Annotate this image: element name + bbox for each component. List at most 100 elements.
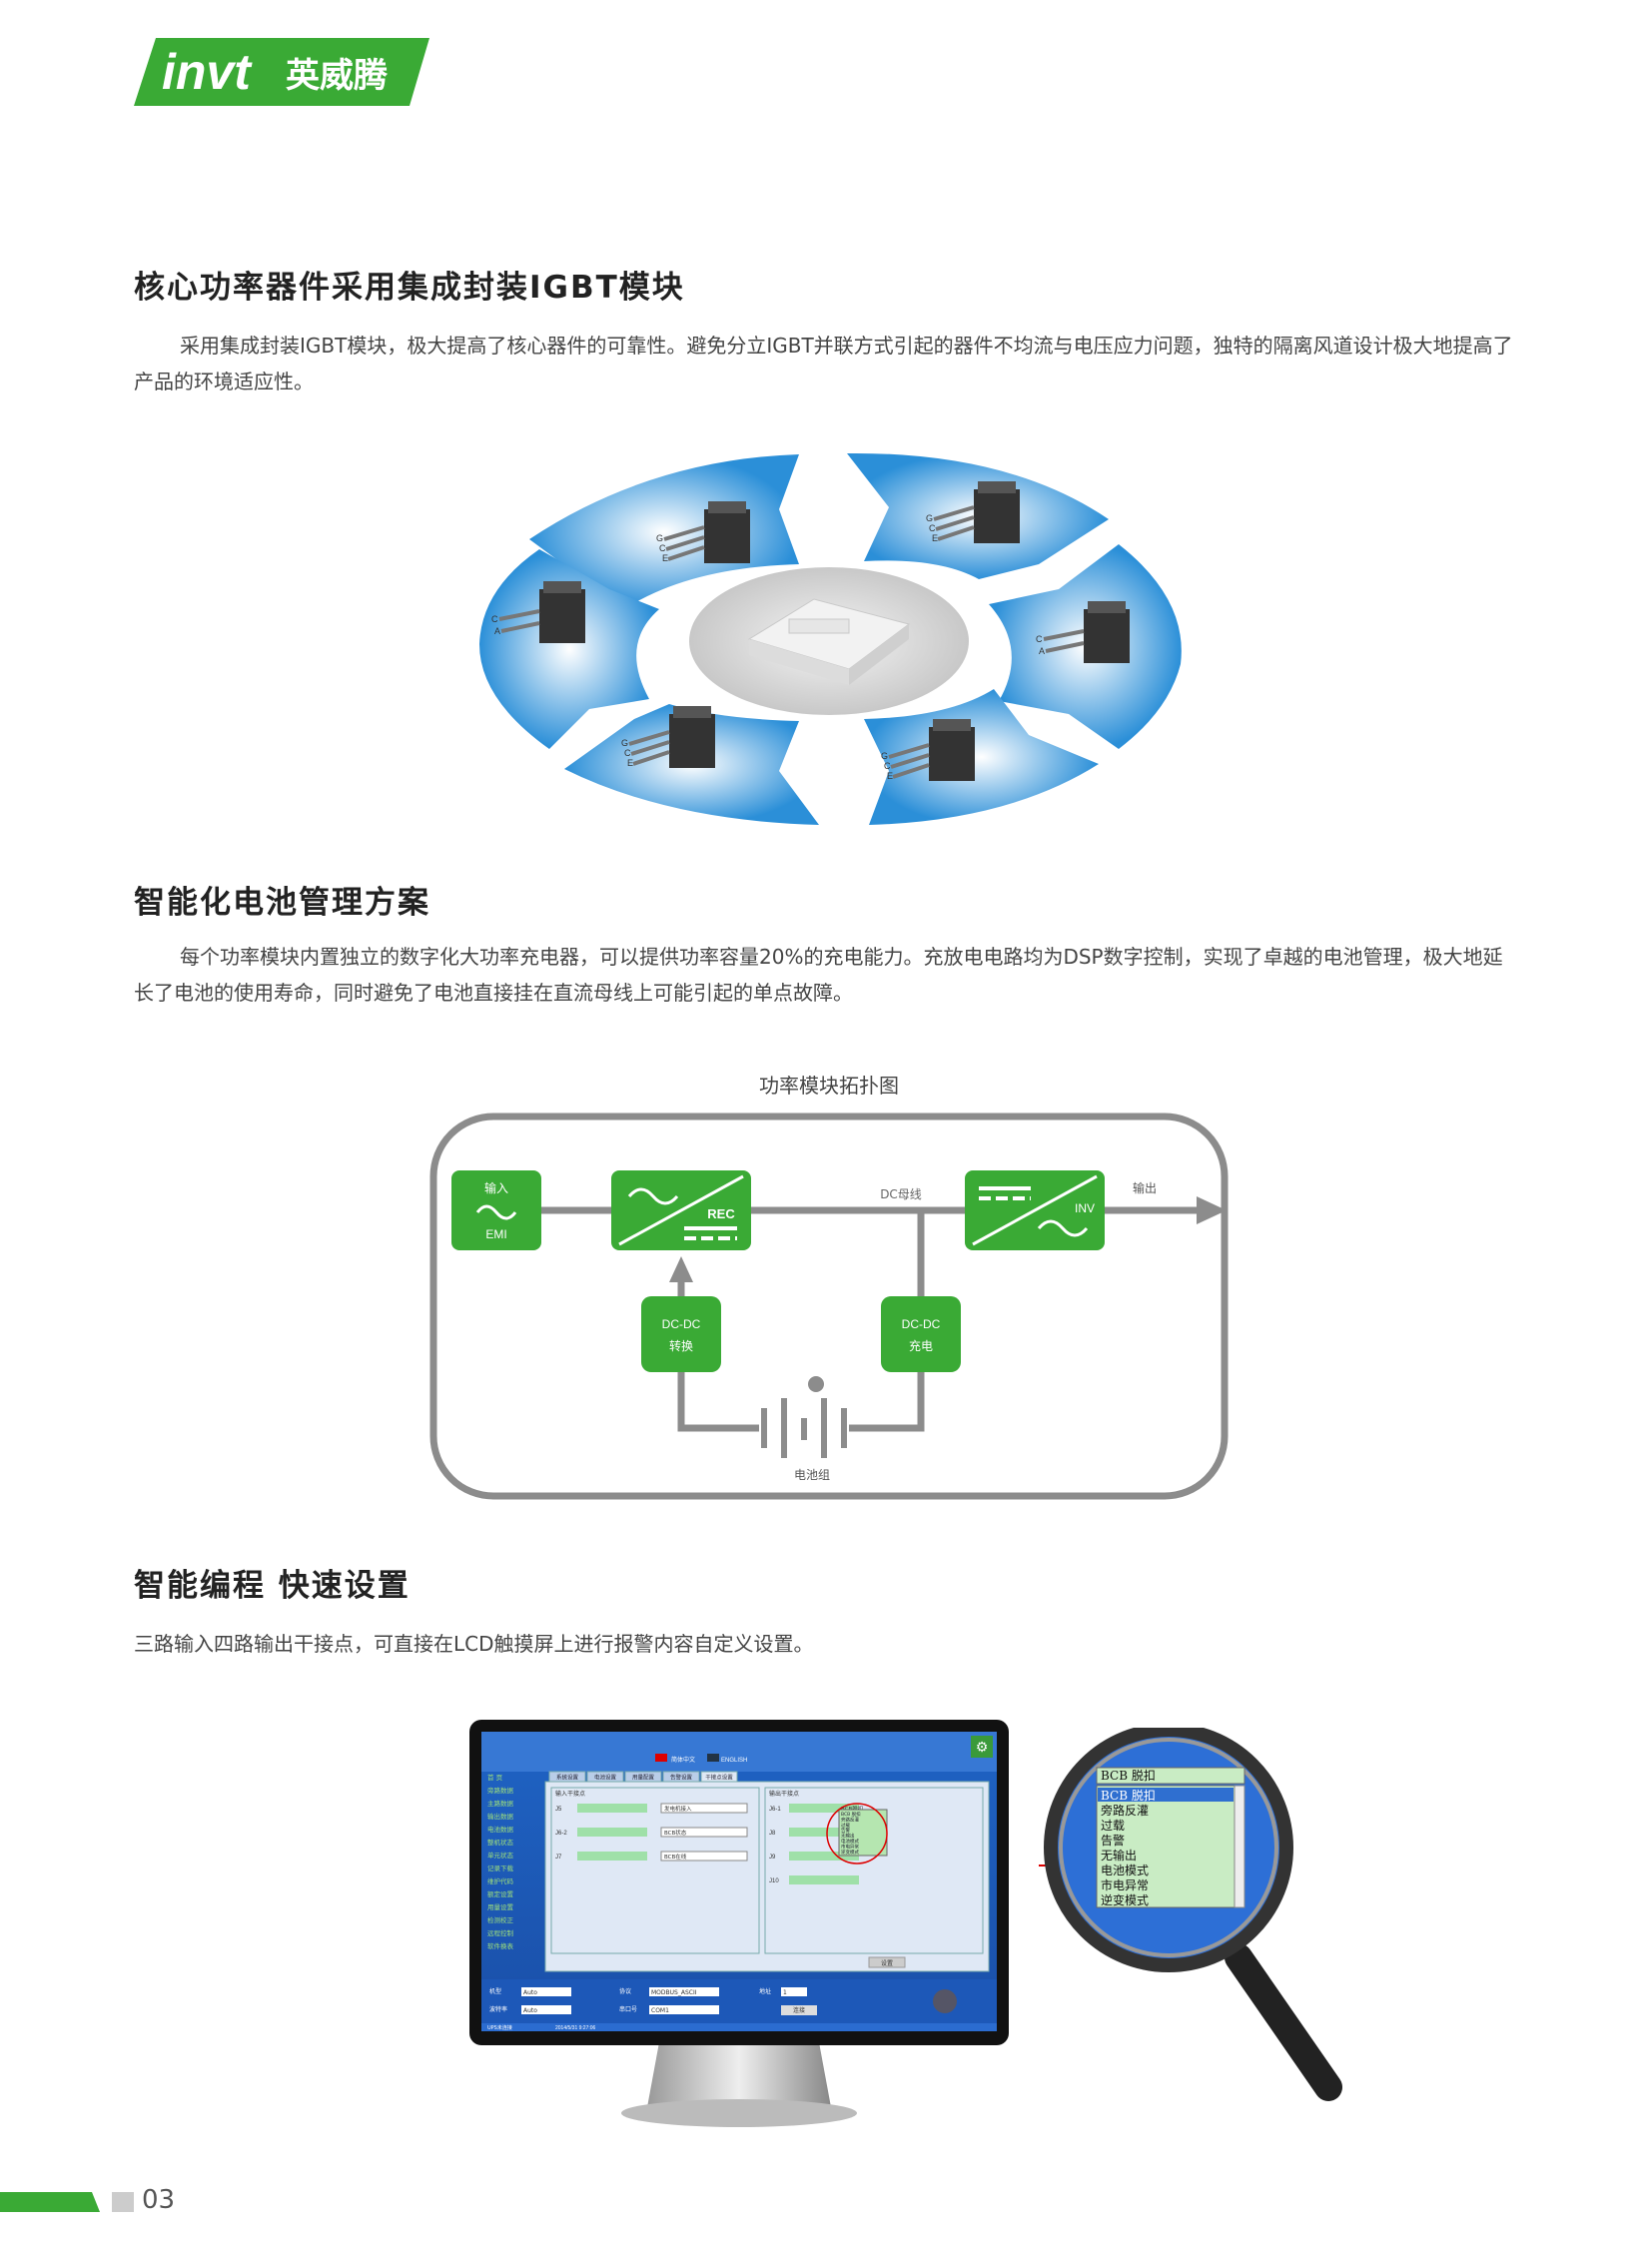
sidebar-item[interactable]: 主路数据 [487,1799,514,1808]
input-contact-field[interactable] [577,1804,647,1813]
transistor-icon: G C E [656,501,750,563]
svg-text:充电: 充电 [909,1338,933,1353]
section-title-battery: 智能化电池管理方案 [134,885,430,921]
lens-scrollbar[interactable] [1234,1785,1245,1908]
sidebar-item[interactable]: 首 页 [487,1773,503,1782]
svg-text:C: C [929,523,936,533]
ring-segment-top-left [529,454,799,609]
lens-dropdown-option[interactable]: 过载 [1101,1819,1125,1833]
svg-text:C: C [884,761,891,771]
sidebar-item[interactable]: 用量设置 [487,1902,514,1911]
svg-text:A: A [494,626,500,636]
dropdown-option[interactable]: 逆变模式 [841,1849,859,1856]
svg-text:连接: 连接 [793,2006,805,2014]
svg-text:Auto: Auto [523,2007,537,2014]
sidebar-item[interactable]: 额定设置 [487,1889,514,1898]
section-title-programming: 智能编程 快速设置 [134,1568,411,1604]
svg-text:C: C [491,614,498,624]
output-contact-field[interactable] [789,1852,859,1861]
lens-dropdown-option[interactable]: 逆变模式 [1101,1892,1149,1907]
footer-accent-bar [0,2192,100,2212]
output-label: 输出 [1133,1180,1157,1195]
sidebar-item[interactable]: 记录下载 [487,1864,514,1872]
gear-decor-icon [933,1989,957,2013]
input-contact-select[interactable] [660,1851,748,1862]
lens-dropdown-option[interactable]: 旁路反灌 [1101,1803,1149,1818]
page-number: 03 [142,2185,176,2215]
invt-logo: invt 英威腾 [134,38,429,106]
input-contact-value: 发电机接入 [664,1805,692,1813]
svg-text:波特率: 波特率 [489,2005,507,2013]
input-group-label: 输入干接点 [555,1790,585,1798]
lens-dropdown-option[interactable]: BCB 脱扣 [1101,1788,1156,1803]
lens-selected-box[interactable] [1096,1767,1245,1785]
inv-block: INV [965,1170,1105,1250]
output-contact-field[interactable] [789,1875,859,1884]
lens-dropdown-option[interactable]: 市电异常 [1101,1877,1149,1892]
output-contact-field[interactable] [789,1804,859,1813]
input-contact-field[interactable] [577,1852,647,1861]
logo-latin: invt [162,44,253,100]
topology-title: 功率模块拓扑图 [759,1074,899,1098]
output-group-label: 输出干接点 [769,1790,799,1798]
set-button [868,1956,906,1968]
lens-dropdown-option[interactable]: 无输出 [1101,1848,1137,1863]
lens-dropdown-option[interactable]: 告警 [1101,1833,1125,1848]
svg-text:地址: 地址 [759,1987,771,1995]
power-module-topology: 功率模块拓扑图 输入 EMI REC DC母线 INV 输出 DC-DC 转换 [429,1074,1229,1500]
dropdown-option[interactable]: 无输出 [841,1833,855,1840]
svg-text:G: G [926,513,933,523]
status-left: UPS未连接 [487,2024,512,2031]
svg-text:Auto: Auto [523,1989,537,1996]
tab-label: 系统设置 [556,1774,579,1782]
dropdown-option[interactable]: 旁路反灌 [841,1816,859,1823]
dropdown-option[interactable]: BCB 脱扣 [841,1811,861,1818]
section-body-programming: 三路输入四路输出干接点，可直接在LCD触摸屏上进行报警内容自定义设置。 [134,1632,814,1656]
sidebar-item[interactable]: 旁路数据 [487,1786,514,1795]
svg-text:E: E [887,771,893,781]
tab-label: 电池设置 [594,1774,617,1782]
lcd-monitor: 简体中文 ENGLISH ⚙ 首 页旁路数据主路数据输出数据电池数据整机状态单元… [469,1720,1009,2127]
status-time: 2014/5/31 9:27:06 [555,2025,596,2031]
sidebar-item[interactable]: 电池数据 [487,1825,514,1834]
sidebar-item[interactable]: 输出数据 [487,1812,514,1821]
transistor-icon: C A [491,581,585,643]
input-contact-value: BCB在线 [664,1853,687,1861]
sidebar-item[interactable]: 检测校正 [487,1915,514,1924]
svg-text:⚙: ⚙ [976,1740,989,1756]
dc-bus-label: DC母线 [880,1187,922,1201]
sidebar-item[interactable]: 整机状态 [487,1838,514,1847]
output-contact-field[interactable] [789,1828,859,1837]
dropdown-option[interactable]: 电池模式 [841,1838,859,1845]
settings-gear-icon [971,1736,993,1758]
svg-text:DC-DC: DC-DC [662,1317,701,1331]
svg-text:E: E [627,758,633,768]
sidebar-item[interactable]: 维护代码 [487,1876,514,1885]
sidebar-item[interactable]: 远程控制 [487,1928,514,1937]
tab-bar: 系统设置电池设置用量配置告警设置干接点设置 [548,1771,738,1783]
svg-text:设置: 设置 [881,1959,893,1967]
input-contact-id: J7 [555,1855,562,1861]
battery-icon [761,1376,847,1458]
dropdown-option[interactable]: 市电异常 [841,1843,859,1850]
input-contact-select[interactable] [660,1827,748,1838]
svg-text:C: C [659,543,666,553]
footer-grey-block [112,2192,134,2212]
igbt-ring-figure: G C E G C E C A C A G C E G [479,452,1182,825]
transistor-icon: G C E [881,719,975,781]
svg-text:E: E [932,533,938,543]
input-contact-select[interactable] [660,1803,748,1814]
section-body-battery: 每个功率模块内置独立的数字化大功率充电器，可以提供功率容量20%的充电能力。充放… [134,945,1503,1005]
dropdown-option[interactable]: 过载 [841,1822,850,1829]
input-contact-field[interactable] [577,1828,647,1837]
lens-dropdown-option[interactable]: 电池模式 [1101,1864,1149,1877]
transistor-icon: G C E [621,706,715,768]
sidebar-item[interactable]: 软件换表 [487,1941,514,1950]
sidebar-item[interactable]: 单元状态 [487,1851,514,1860]
dropdown-option[interactable]: 告警 [841,1827,850,1834]
dcdc-converter-block: DC-DC 转换 [641,1296,721,1372]
svg-text:E: E [662,553,668,563]
